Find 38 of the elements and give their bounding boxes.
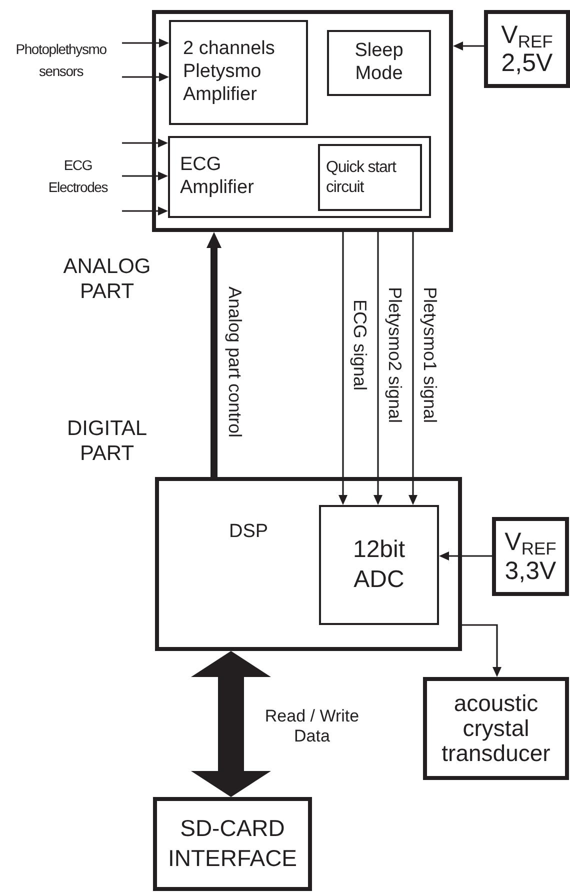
block-box	[327, 30, 431, 96]
arrow	[122, 138, 168, 148]
block-text: Quick start circuit	[326, 158, 398, 197]
thick-arrow	[206, 232, 222, 477]
arrow	[338, 232, 348, 505]
block-text: V$_{REF}$ 3,3V	[504, 529, 558, 584]
block-text: Photoplethysmo sensors	[14, 40, 108, 81]
block-text: 12bit ADC	[352, 535, 406, 595]
block-box	[318, 144, 422, 211]
block-box	[319, 505, 439, 625]
arrow	[374, 232, 382, 505]
arrow	[122, 206, 168, 216]
block-box	[169, 20, 308, 125]
arrow	[462, 624, 502, 677]
block-text: ECG Amplifier	[180, 154, 255, 200]
block-box	[484, 10, 570, 88]
block-box	[152, 10, 453, 232]
arrow	[122, 38, 169, 48]
block-box	[492, 517, 569, 596]
block-box	[155, 477, 462, 651]
block-text: Sleep Mode	[354, 40, 404, 86]
block-box	[168, 136, 431, 218]
thick-arrow	[191, 651, 271, 797]
arrow	[122, 72, 169, 82]
arrow	[122, 172, 168, 180]
block-text: V$_{REF}$ 2,5V	[500, 22, 554, 76]
arrow	[453, 42, 484, 50]
arrow	[439, 552, 492, 560]
block-text: SD-CARD INTERFACE	[166, 814, 298, 873]
arrow	[408, 232, 418, 505]
section-label: ANALOG PART	[62, 254, 152, 304]
block-box	[423, 677, 569, 780]
block-box	[153, 797, 312, 891]
block-text: DSP	[229, 521, 268, 544]
section-label: DIGITAL PART	[66, 416, 148, 466]
block-text: ECG Electrodes	[47, 156, 109, 197]
block-text: acoustic crystal transducer	[440, 690, 552, 766]
block-text: 2 channels Pletysmo Amplifier	[183, 38, 276, 107]
